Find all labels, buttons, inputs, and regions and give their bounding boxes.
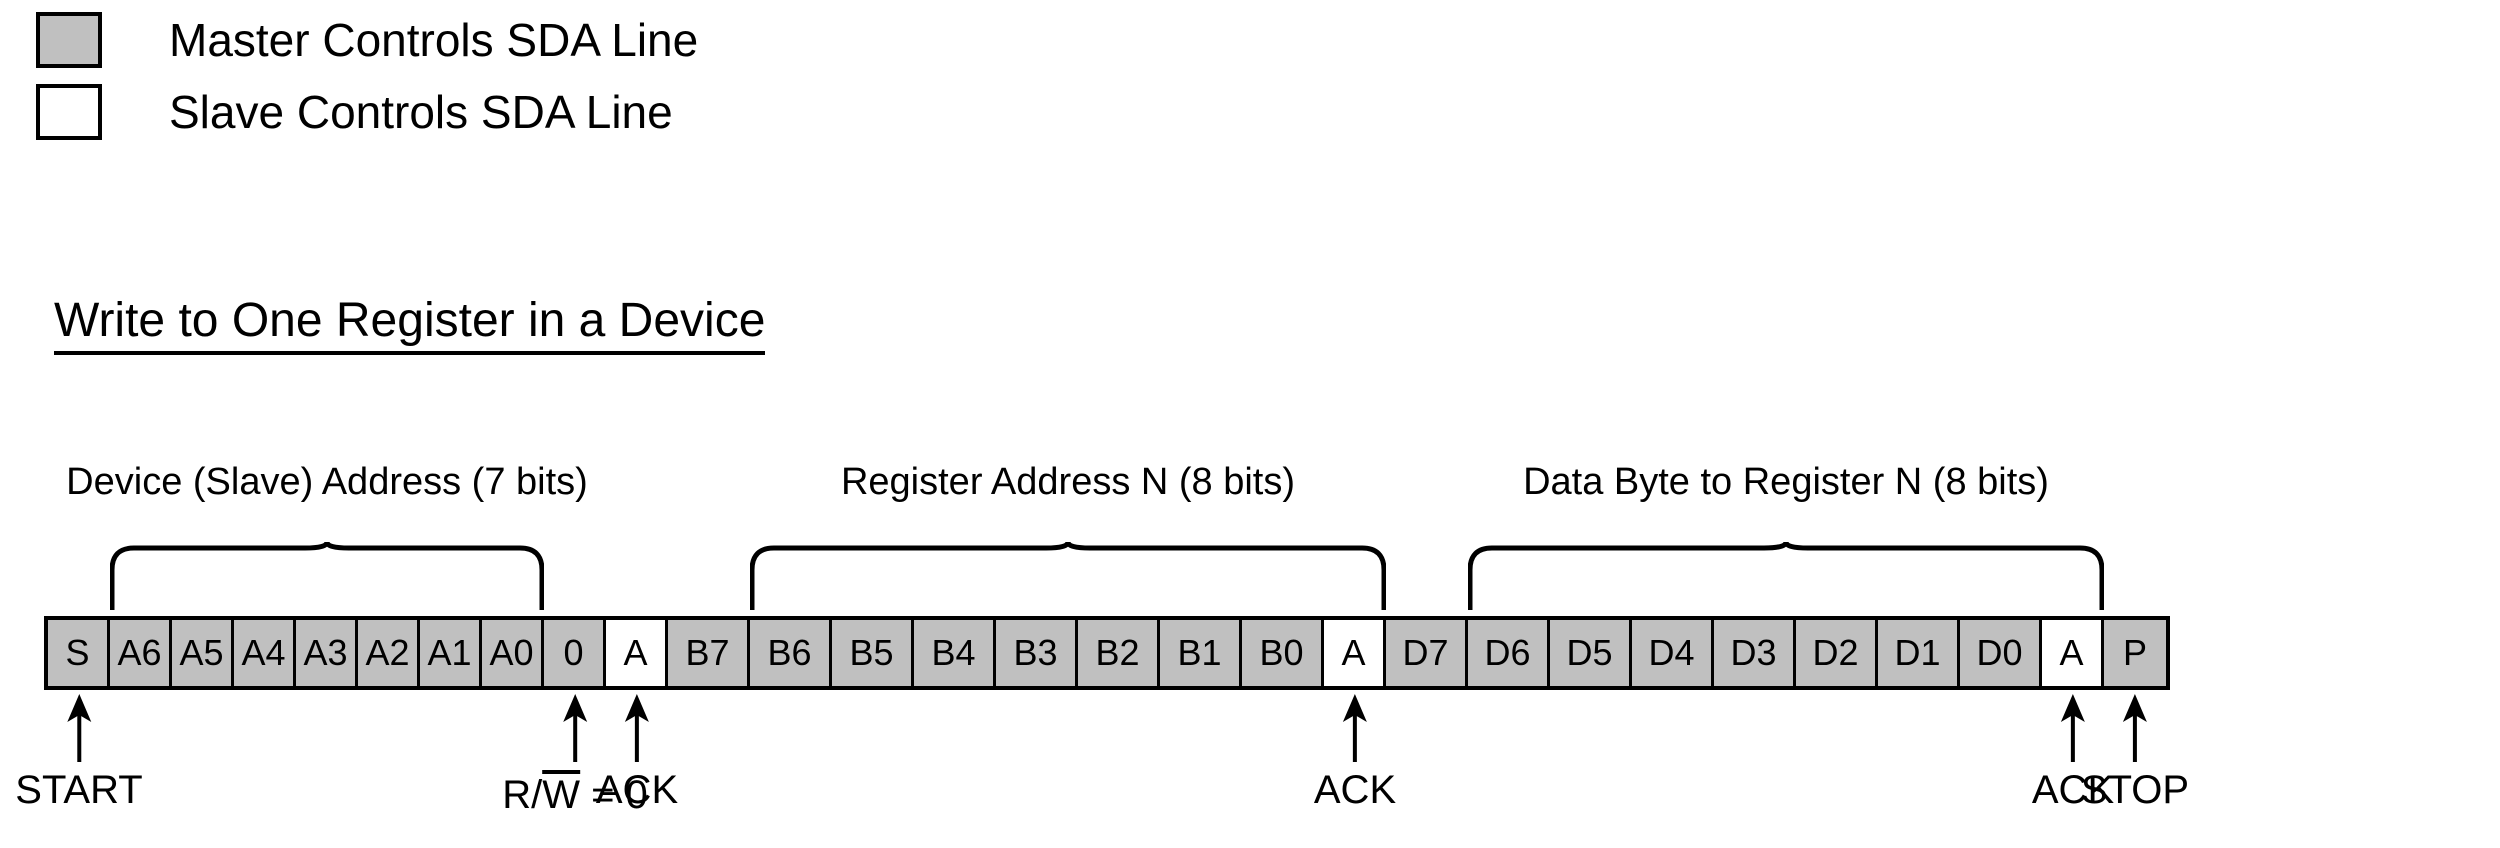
group-label-1: Register Address N (8 bits) [840, 461, 1296, 503]
frame-cell-b6-11: B6 [750, 620, 832, 686]
callout-label: ACK [1313, 768, 1397, 812]
frame-cell-d0-26: D0 [1960, 620, 2042, 686]
frame-cell-label: B0 [1259, 632, 1304, 673]
brace-group-0 [110, 542, 544, 610]
frame-cell-d7-19: D7 [1386, 620, 1468, 686]
frame-cell-b2-15: B2 [1078, 620, 1160, 686]
frame-cell-a-27: A [2042, 620, 2104, 686]
frame-cell-d3-23: D3 [1714, 620, 1796, 686]
legend-row-slave: Slave Controls SDA Line [36, 84, 673, 140]
frame-cell-label: D4 [1648, 632, 1695, 673]
frame-cell-d2-24: D2 [1796, 620, 1878, 686]
frame-cell-b1-16: B1 [1160, 620, 1242, 686]
up-arrow-icon [560, 694, 590, 762]
frame-cell-b4-13: B4 [914, 620, 996, 686]
frame-cell-d1-25: D1 [1878, 620, 1960, 686]
frame-cell-label: A5 [179, 632, 224, 673]
frame-cell-label: A [2059, 632, 2084, 673]
callout-label: ACK [595, 768, 679, 812]
frame-cell-label: A4 [241, 632, 286, 673]
up-arrow-icon [64, 694, 94, 762]
frame-cell-b5-12: B5 [832, 620, 914, 686]
frame-cell-a2-5: A2 [358, 620, 420, 686]
frame-cell-label: B4 [931, 632, 976, 673]
callout-ack-4: ACK [2032, 694, 2114, 810]
brace-group-1 [750, 542, 1386, 610]
callout-label-overlined: W [542, 770, 580, 815]
up-arrow-icon [1340, 694, 1370, 762]
up-arrow-icon [622, 694, 652, 762]
frame-cell-label: B5 [849, 632, 894, 673]
callout-label-post: = 0 [579, 773, 648, 817]
frame-cell-b0-17: B0 [1242, 620, 1324, 686]
callout-label: ACK [2031, 768, 2115, 812]
frame-cell-label: S [65, 632, 90, 673]
callout-ack-3: ACK [1314, 694, 1396, 810]
frame-cell-label: A [1341, 632, 1366, 673]
frame-cell-a6-1: A6 [110, 620, 172, 686]
frame-cell-label: D1 [1894, 632, 1941, 673]
frame-cell-label: D3 [1730, 632, 1777, 673]
frame-cell-label: P [2122, 632, 2147, 673]
callout-ack-2: ACK [596, 694, 678, 810]
callout-rw0-1: R/W = 0 [502, 694, 648, 815]
frame-cell-a-9: A [606, 620, 668, 686]
group-label-0: Device (Slave) Address (7 bits) [66, 461, 588, 503]
frame-cell-a3-4: A3 [296, 620, 358, 686]
up-arrow-icon [2058, 694, 2088, 762]
legend-label-master: Master Controls SDA Line [169, 14, 699, 66]
frame-cell-label: A0 [489, 632, 534, 673]
frame-cell-label: A3 [303, 632, 348, 673]
frame-cell-label: A2 [365, 632, 410, 673]
frame-cell-a5-2: A5 [172, 620, 234, 686]
frame-cell-label: 0 [563, 632, 584, 673]
legend-row-master: Master Controls SDA Line [36, 12, 698, 68]
frame-cell-label: B6 [767, 632, 812, 673]
frame-cell-p-28: P [2104, 620, 2166, 686]
frame-cell-a1-6: A1 [420, 620, 482, 686]
master-swatch [36, 12, 102, 68]
callout-label-pre: R/ [502, 773, 543, 817]
legend-label-slave: Slave Controls SDA Line [169, 86, 673, 138]
frame-cell-label: D5 [1566, 632, 1613, 673]
frame-cell-label: D0 [1976, 632, 2023, 673]
frame-cell-label: D2 [1812, 632, 1859, 673]
frame-cell-label: B3 [1013, 632, 1058, 673]
frame-cell-label: A [623, 632, 648, 673]
frame-cell-label: B1 [1177, 632, 1222, 673]
frame-cell-b7-10: B7 [668, 620, 750, 686]
callout-label: START [15, 768, 143, 812]
frame-cell-label: B7 [685, 632, 730, 673]
brace-group-2 [1468, 542, 2104, 610]
frame-cell-a-18: A [1324, 620, 1386, 686]
up-arrow-icon [2120, 694, 2150, 762]
frame-cell-label: D6 [1484, 632, 1531, 673]
frame-cell-label: B2 [1095, 632, 1140, 673]
frame-cell-b3-14: B3 [996, 620, 1078, 686]
callout-stop-5: STOP [2081, 694, 2189, 810]
frame-cell-d6-20: D6 [1468, 620, 1550, 686]
frame-cell-d4-22: D4 [1632, 620, 1714, 686]
frame-cell-a4-3: A4 [234, 620, 296, 686]
slave-swatch [36, 84, 102, 140]
group-label-2: Data Byte to Register N (8 bits) [1523, 461, 2049, 503]
page-title: Write to One Register in a Device [54, 297, 766, 355]
frame-cell-label: A1 [427, 632, 472, 673]
callout-start-0: START [15, 694, 143, 812]
frame-cell-0-8: 0 [544, 620, 606, 686]
frame-cell-s-0: S [48, 620, 110, 686]
callout-label: R/W = 0 [502, 770, 648, 815]
frame-cell-a0-7: A0 [482, 620, 544, 686]
frame-cell-label: A6 [117, 632, 162, 673]
frame-cell-label: D7 [1402, 632, 1449, 673]
callout-label: STOP [2080, 768, 2190, 812]
frame-cell-d5-21: D5 [1550, 620, 1632, 686]
